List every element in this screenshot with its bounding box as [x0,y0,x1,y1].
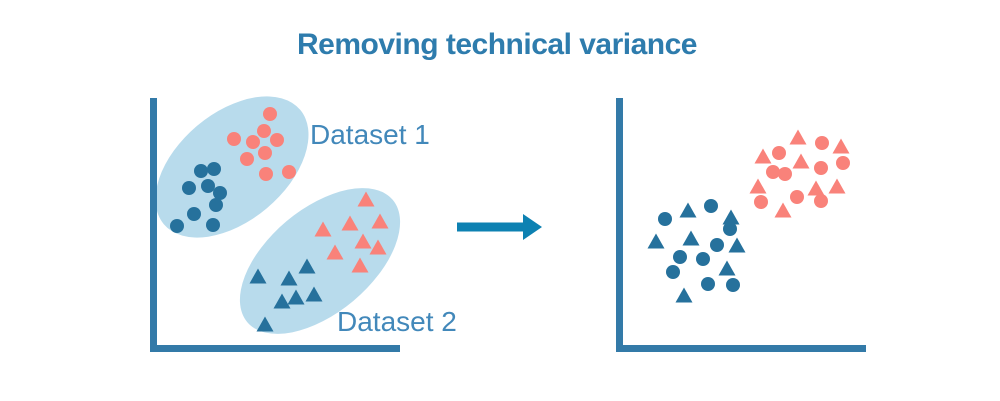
pink-cluster-circles-point [815,136,829,150]
dataset1-blue-circles-point [207,162,221,176]
dataset1-pink-circles-point [246,135,260,149]
blue-cluster-circles-point [710,238,724,252]
dataset2-blue-triangles-point [305,286,323,302]
blue-cluster-triangles-point [728,237,746,253]
dataset1-pink-circles-point [270,133,284,147]
axes [616,98,866,352]
dataset1-blue-circles-point [187,207,201,221]
blue-cluster-circles-point [704,199,718,213]
dataset2-pink-triangles-point [341,215,359,231]
dataset1-pink-circles-point [257,124,271,138]
transform-arrow [457,214,542,240]
dataset1-pink-circles-point [227,132,241,146]
dataset1-pink-circles-point [258,146,272,160]
dataset2-blue-triangles-point [298,258,316,274]
blue-cluster-circles-point [726,278,740,292]
dataset2-blue-triangles-point [287,289,305,305]
dataset1-blue-circles-point [194,164,208,178]
dataset2-label: Dataset 2 [337,306,457,337]
dataset2-blue-triangles-point [273,293,291,309]
blue-cluster-triangles-point [722,209,740,225]
dataset2-blue-triangles-point [256,316,274,332]
blue-cluster-triangles-point [718,260,736,276]
pink-cluster-circles-point [814,161,828,175]
blue-cluster-triangles-point [675,287,693,303]
dataset2-pink-triangles-point [354,233,372,249]
dataset1-pink-circles-point [263,107,277,121]
blue-cluster-circles-point [673,250,687,264]
dataset2-pink-triangles-point [326,244,344,260]
pink-cluster-circles-point [790,190,804,204]
dataset2-blue-triangles-point [280,270,298,286]
blue-cluster-circles-point [723,222,737,236]
pink-cluster-circles-point [772,146,786,160]
dataset2-pink-triangles-point [351,257,369,273]
blue-cluster-triangles-point [647,233,665,249]
dataset1-label: Dataset 1 [310,119,430,150]
dataset1-blue-circles-point [182,181,196,195]
right-panel-shapes [616,98,866,352]
pink-cluster-circles-point [766,165,780,179]
dataset1-pink-circles-point [259,167,273,181]
pink-cluster-triangles-point [749,178,767,194]
pink-cluster-circles-point [836,156,850,170]
pink-cluster-triangles-point [754,148,772,164]
dataset1-blue-circles-point [213,186,227,200]
pink-cluster-triangles-point [789,129,807,145]
pink-cluster-triangles-point [774,202,792,218]
pink-cluster-triangles-point [828,178,846,194]
pink-cluster-circles-point [814,194,828,208]
dataset1-pink-circles-point [282,165,296,179]
right-arrow-icon [457,214,542,240]
blue-cluster-circles-point [658,212,672,226]
pink-cluster-circles-point [754,195,768,209]
blue-cluster-triangles-point [679,202,697,218]
blue-cluster-triangles-point [682,230,700,246]
axes [150,98,400,352]
dataset2-pink-triangles-point [371,213,389,229]
dataset2-pink-triangles-point [314,221,332,237]
dataset1-blue-circles-point [209,198,223,212]
dataset2-pink-triangles-point [369,239,387,255]
dataset1-blue-circles-point [206,218,220,232]
blue-cluster-circles-point [696,252,710,266]
pink-cluster-circles-point [778,167,792,181]
dataset1-pink-circles-point [240,152,254,166]
blue-cluster-circles-point [666,265,680,279]
left-panel-shapes [150,96,401,352]
pink-cluster-triangles-point [832,138,850,154]
pink-cluster-triangles-point [792,153,810,169]
dataset2-pink-triangles-point [357,191,375,207]
dataset2-blue-triangles-point [249,268,267,284]
dataset1-blue-circles-point [201,179,215,193]
pink-cluster-triangles-point [807,180,825,196]
blue-cluster-circles-point [701,277,715,291]
dataset1-blue-circles-point [170,219,184,233]
figure-title: Removing technical variance [297,28,697,61]
